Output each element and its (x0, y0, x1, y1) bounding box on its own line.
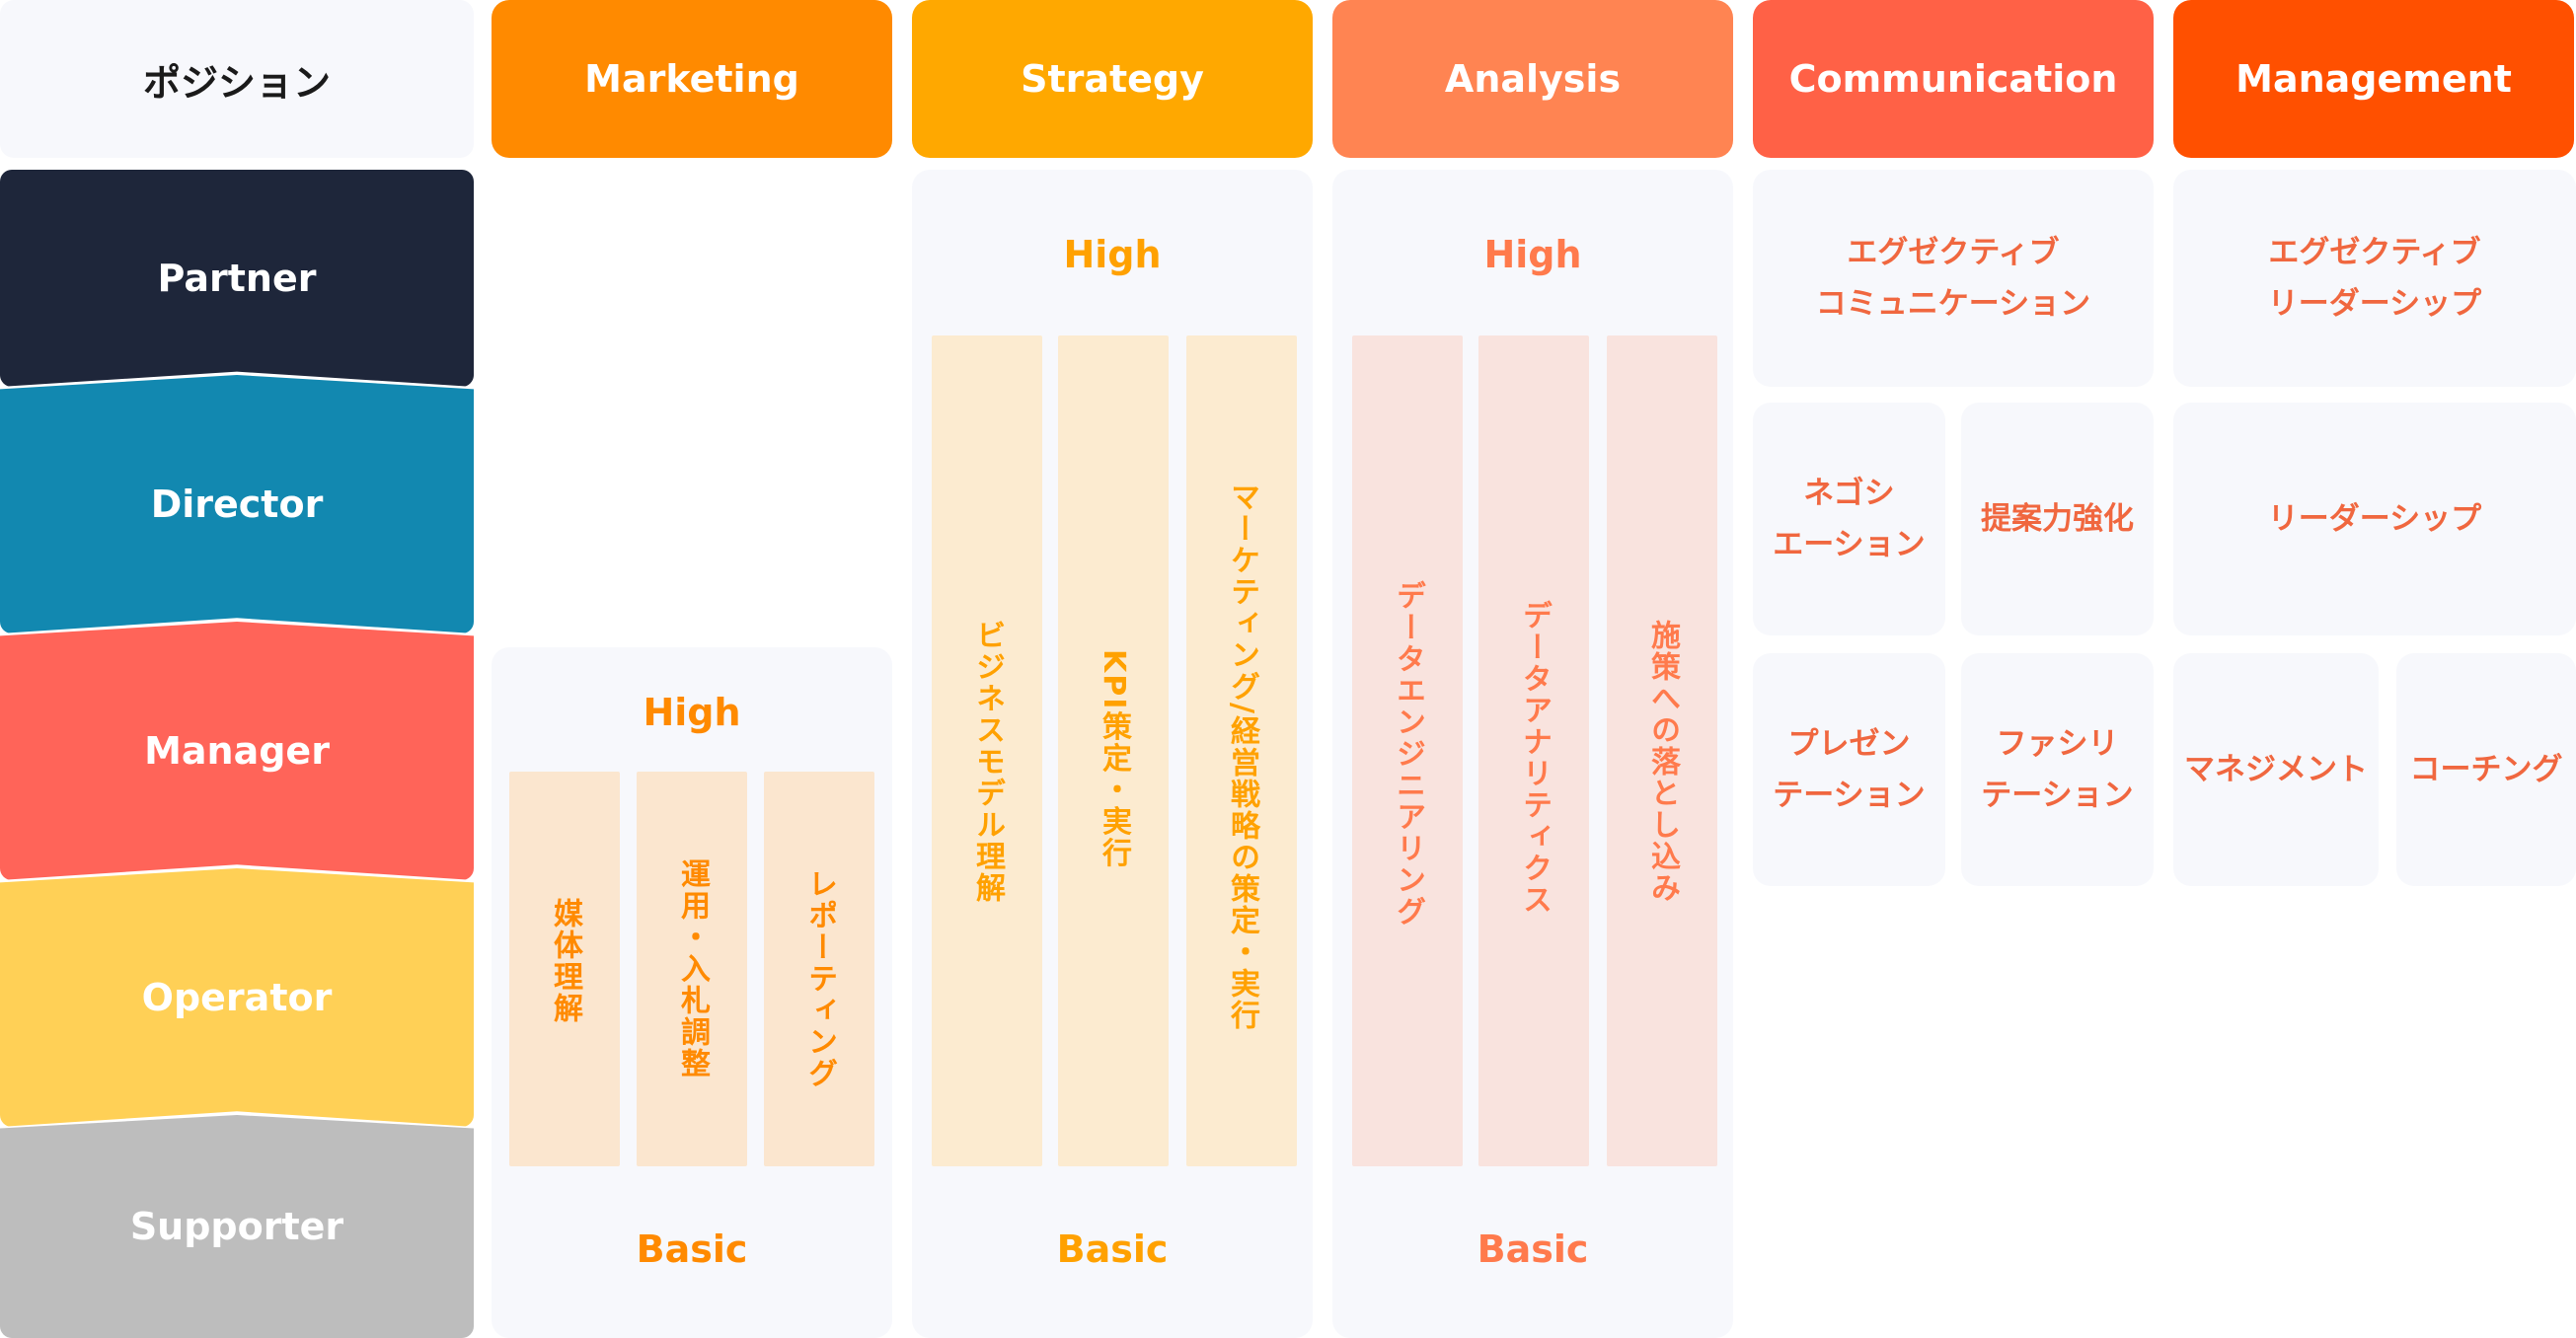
analysis-skill-implementation: 施策への落とし込み (1607, 335, 1717, 1166)
communication-facilitation: ファシリ テーション (1961, 653, 2154, 886)
position-director: Director (0, 375, 474, 633)
management-executive: エグゼクティブ リーダーシップ (2173, 170, 2576, 387)
strategy-high-label: High (1063, 233, 1162, 276)
category-header-management: Management (2173, 0, 2574, 158)
analysis-skill-data-analytics: データアナリティクス (1478, 335, 1589, 1166)
communication-presentation: プレゼン テーション (1753, 653, 1945, 886)
marketing-skill-operation: 運用・入札調整 (637, 772, 747, 1166)
management-management: マネジメント (2173, 653, 2379, 886)
position-operator: Operator (0, 868, 474, 1127)
communication-proposal: 提案力強化 (1961, 403, 2154, 635)
management-leadership: リーダーシップ (2173, 403, 2576, 635)
strategy-skill-kpi: KPI策定・実行 (1058, 335, 1169, 1166)
management-coaching: コーチング (2396, 653, 2576, 886)
category-header-marketing: Marketing (492, 0, 892, 158)
strategy-basic-label: Basic (1056, 1227, 1169, 1271)
marketing-skill-reporting: レポーティング (764, 772, 874, 1166)
communication-executive: エグゼクティブ コミュニケーション (1753, 170, 2154, 387)
position-manager: Manager (0, 622, 474, 880)
marketing-basic-label: Basic (636, 1227, 748, 1271)
strategy-skill-business-model: ビジネスモデル理解 (932, 335, 1042, 1166)
analysis-high-label: High (1483, 233, 1582, 276)
position-supporter: Supporter (0, 1115, 474, 1338)
analysis-basic-label: Basic (1477, 1227, 1589, 1271)
marketing-skill-media: 媒体理解 (509, 772, 620, 1166)
category-header-strategy: Strategy (912, 0, 1313, 158)
analysis-skill-data-engineering: データエンジニアリング (1352, 335, 1463, 1166)
strategy-skill-marketing-strategy: マーケティング/経営戦略の策定・実行 (1186, 335, 1297, 1166)
category-header-analysis: Analysis (1332, 0, 1733, 158)
category-header-communication: Communication (1753, 0, 2154, 158)
position-header: ポジション (0, 0, 474, 158)
marketing-high-label: High (643, 691, 741, 734)
position-partner: Partner (0, 170, 474, 387)
communication-negotiation: ネゴシ エーション (1753, 403, 1945, 635)
